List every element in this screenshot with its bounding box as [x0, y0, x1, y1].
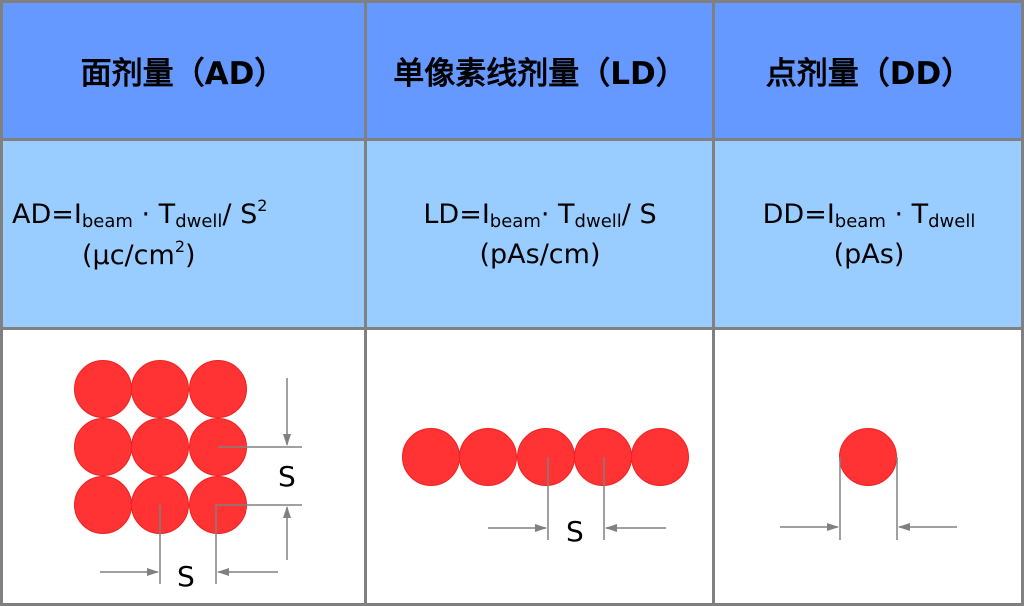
header-line-dose: 单像素线剂量（LD） [366, 0, 714, 140]
spacing-label: S [177, 560, 195, 593]
line-dose-dot [459, 428, 517, 486]
formula-area-dose: AD=Ibeam · Tdwell/ S2 (μc/cm2) [0, 140, 366, 329]
border [0, 0, 3, 606]
header-label: 点剂量（DD） [765, 55, 973, 92]
column-divider [364, 0, 367, 606]
line-dose-dot [517, 428, 575, 486]
line-dose-dot [574, 428, 632, 486]
point-dose-dot [839, 428, 897, 486]
area-dose-dot [74, 476, 132, 534]
area-dose-dot [131, 360, 189, 418]
unit: (pAs/cm) [479, 238, 601, 270]
header-label: 单像素线剂量（LD） [393, 55, 687, 92]
header-area-dose: 面剂量（AD） [0, 0, 366, 140]
formula-dot-dose: DD=Ibeam · Tdwell (pAs) [714, 140, 1024, 329]
line-dose-dot [631, 428, 689, 486]
border [0, 603, 1024, 606]
area-dose-dot [74, 360, 132, 418]
area-dose-dot [189, 360, 247, 418]
area-dose-dot [131, 418, 189, 476]
unit: (μc/cm2) [82, 236, 196, 271]
formula: AD=Ibeam · Tdwell/ S2 [12, 195, 268, 232]
formula: LD=Ibeam· Tdwell/ S [423, 198, 657, 232]
header-label: 面剂量（AD） [80, 55, 286, 92]
border [1021, 0, 1024, 606]
row-divider [0, 327, 1024, 330]
area-dose-dot [74, 418, 132, 476]
column-divider [712, 0, 715, 606]
formula: DD=Ibeam · Tdwell [762, 198, 976, 232]
spacing-label: S [566, 515, 584, 548]
border [0, 0, 1024, 3]
line-dose-dot [402, 428, 460, 486]
spacing-label: S [278, 460, 296, 493]
formula-line-dose: LD=Ibeam· Tdwell/ S (pAs/cm) [366, 140, 714, 329]
dimension-lines [100, 378, 957, 584]
unit: (pAs) [833, 238, 905, 270]
header-dot-dose: 点剂量（DD） [714, 0, 1024, 140]
row-divider [0, 138, 1024, 141]
